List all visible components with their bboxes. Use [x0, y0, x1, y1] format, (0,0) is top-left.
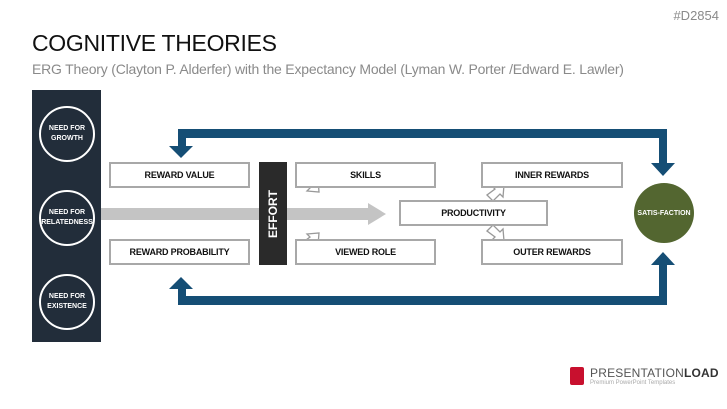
logo-text-a: PRESENTATION [590, 366, 684, 380]
need-relatedness: NEED FOR RELATEDNESS [39, 190, 95, 246]
outer-rewards-box: OUTER REWARDS [481, 239, 623, 265]
logo-tagline: Premium PowerPoint Templates [590, 380, 676, 386]
need-existence: NEED FOR EXISTENCE [39, 274, 95, 330]
brand-logo: PRESENTATIONLOAD Premium PowerPoint Temp… [570, 366, 719, 386]
arrow-up-right-icon [486, 184, 505, 202]
bottom-feedback-arrow [169, 252, 675, 305]
inner-rewards-box: INNER REWARDS [481, 162, 623, 188]
skills-box: SKILLS [295, 162, 436, 188]
need-growth: NEED FOR GROWTH [39, 106, 95, 162]
logo-text-b: LOAD [683, 366, 719, 380]
reward-probability-box: REWARD PROBABILITY [109, 239, 250, 265]
viewed-role-box: VIEWED ROLE [295, 239, 436, 265]
page-subtitle: ERG Theory (Clayton P. Alderfer) with th… [32, 61, 624, 77]
effort-label: EFFORT [266, 189, 280, 238]
logo-mark-icon [570, 367, 584, 385]
page-title: COGNITIVE THEORIES [32, 30, 277, 56]
top-feedback-arrow [169, 129, 675, 176]
main-flow-arrow [101, 203, 386, 225]
slide-code: #D2854 [673, 8, 719, 23]
needs-sidebar: NEED FOR GROWTH NEED FOR RELATEDNESS NEE… [32, 90, 101, 342]
arrow-down-right-icon [486, 224, 505, 242]
reward-value-box: REWARD VALUE [109, 162, 250, 188]
satisfaction-circle: SATIS-FACTION [634, 183, 694, 243]
skills-label: SKILLS [350, 170, 381, 180]
productivity-box: PRODUCTIVITY [399, 200, 548, 226]
effort-box: EFFORT [259, 162, 287, 265]
